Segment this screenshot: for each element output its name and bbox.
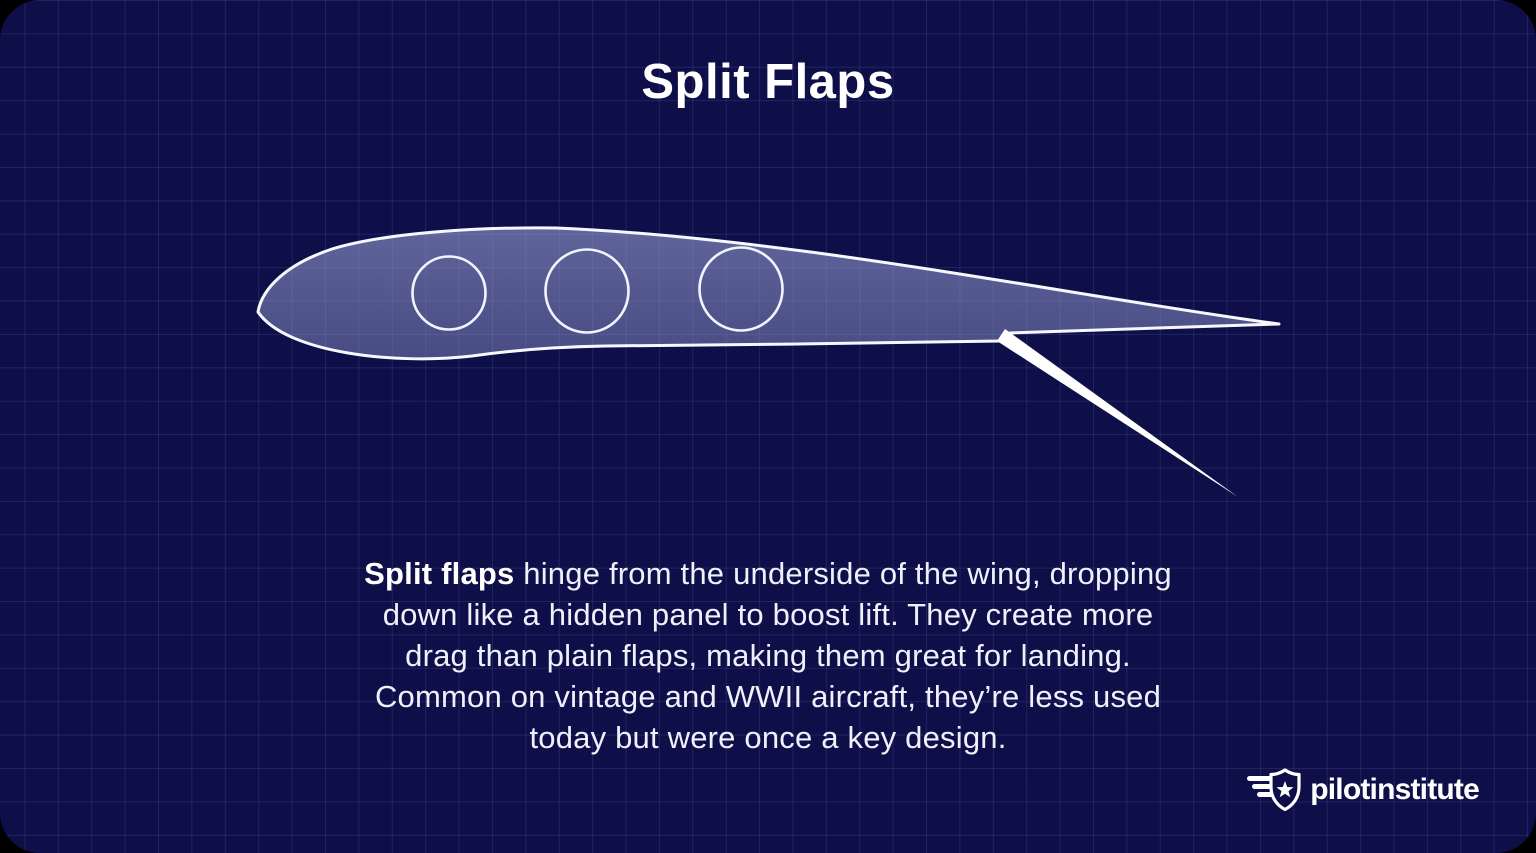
airfoil-outline: [256, 226, 1281, 361]
lightening-hole: [698, 246, 784, 332]
description-line: Common on vintage and WWII aircraft, the…: [374, 679, 1162, 714]
description-line: drag than plain flaps, making them great…: [405, 638, 1131, 673]
description-lead: Split flaps: [364, 556, 515, 591]
page-title: Split Flaps: [641, 55, 895, 109]
description-line: today but were once a key design.: [529, 720, 1007, 755]
split-flap: [997, 329, 1238, 497]
lightening-hole: [411, 255, 487, 331]
description-text: Split flaps hinge from the underside of …: [0, 553, 1536, 758]
description-line: down like a hidden panel to boost lift. …: [382, 597, 1154, 632]
winged-shield-star-icon: [1247, 768, 1301, 812]
description-line: Split flaps hinge from the underside of …: [364, 556, 1172, 591]
pilotinstitute-logo: pilotinstitute: [1247, 768, 1480, 812]
logo-text: pilotinstitute: [1310, 773, 1480, 806]
lightening-hole: [544, 248, 630, 334]
